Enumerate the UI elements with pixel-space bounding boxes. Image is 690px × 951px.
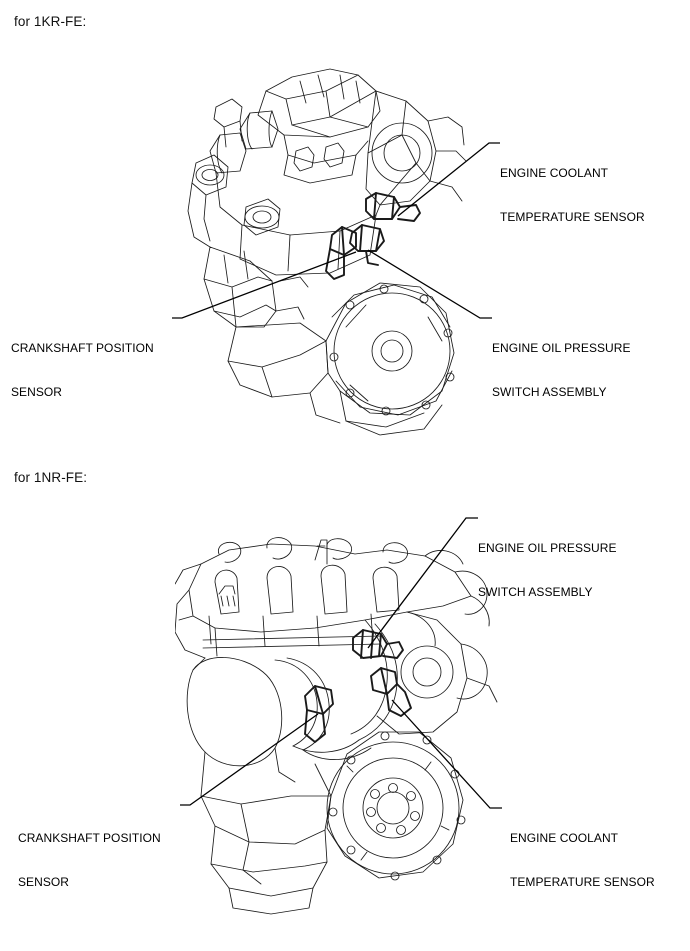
callout-line-2: SWITCH ASSEMBLY [478,584,593,599]
engine-assembly-1kr-fe-figure [180,55,480,440]
callout-line-2: SENSOR [11,384,62,399]
section-heading-1nr-fe: for 1NR-FE: [14,470,88,485]
callout-line-1: ENGINE COOLANT [510,831,619,845]
callout-line-2: TEMPERATURE SENSOR [510,874,655,889]
callout-engine-oil-pressure-switch-assembly-1nr: ENGINE OIL PRESSURE SWITCH ASSEMBLY [478,512,617,628]
callout-engine-oil-pressure-switch-assembly-1kr: ENGINE OIL PRESSURE SWITCH ASSEMBLY [492,312,631,428]
oil-pressure-switch-1kr [349,224,385,266]
callout-line-1: CRANKSHAFT POSITION [18,831,161,845]
section-heading-1kr-fe: for 1KR-FE: [14,14,87,29]
callout-line-1: ENGINE OIL PRESSURE [492,341,631,355]
callout-line-1: CRANKSHAFT POSITION [11,341,154,355]
callout-line-1: ENGINE COOLANT [500,166,609,180]
callout-line-2: SENSOR [18,874,69,889]
callout-engine-coolant-temperature-sensor-1kr: ENGINE COOLANT TEMPERATURE SENSOR [500,137,645,253]
ect-sensor-1kr [365,192,421,222]
callout-crankshaft-position-sensor-1nr: CRANKSHAFT POSITION SENSOR [18,802,161,918]
callout-crankshaft-position-sensor-1kr: CRANKSHAFT POSITION SENSOR [11,312,154,428]
callout-line-2: SWITCH ASSEMBLY [492,384,607,399]
callout-engine-coolant-temperature-sensor-1nr: ENGINE COOLANT TEMPERATURE SENSOR [510,802,655,918]
callout-line-1: ENGINE OIL PRESSURE [478,541,617,555]
engine-assembly-1nr-fe-figure [175,520,505,920]
callout-line-2: TEMPERATURE SENSOR [500,209,645,224]
